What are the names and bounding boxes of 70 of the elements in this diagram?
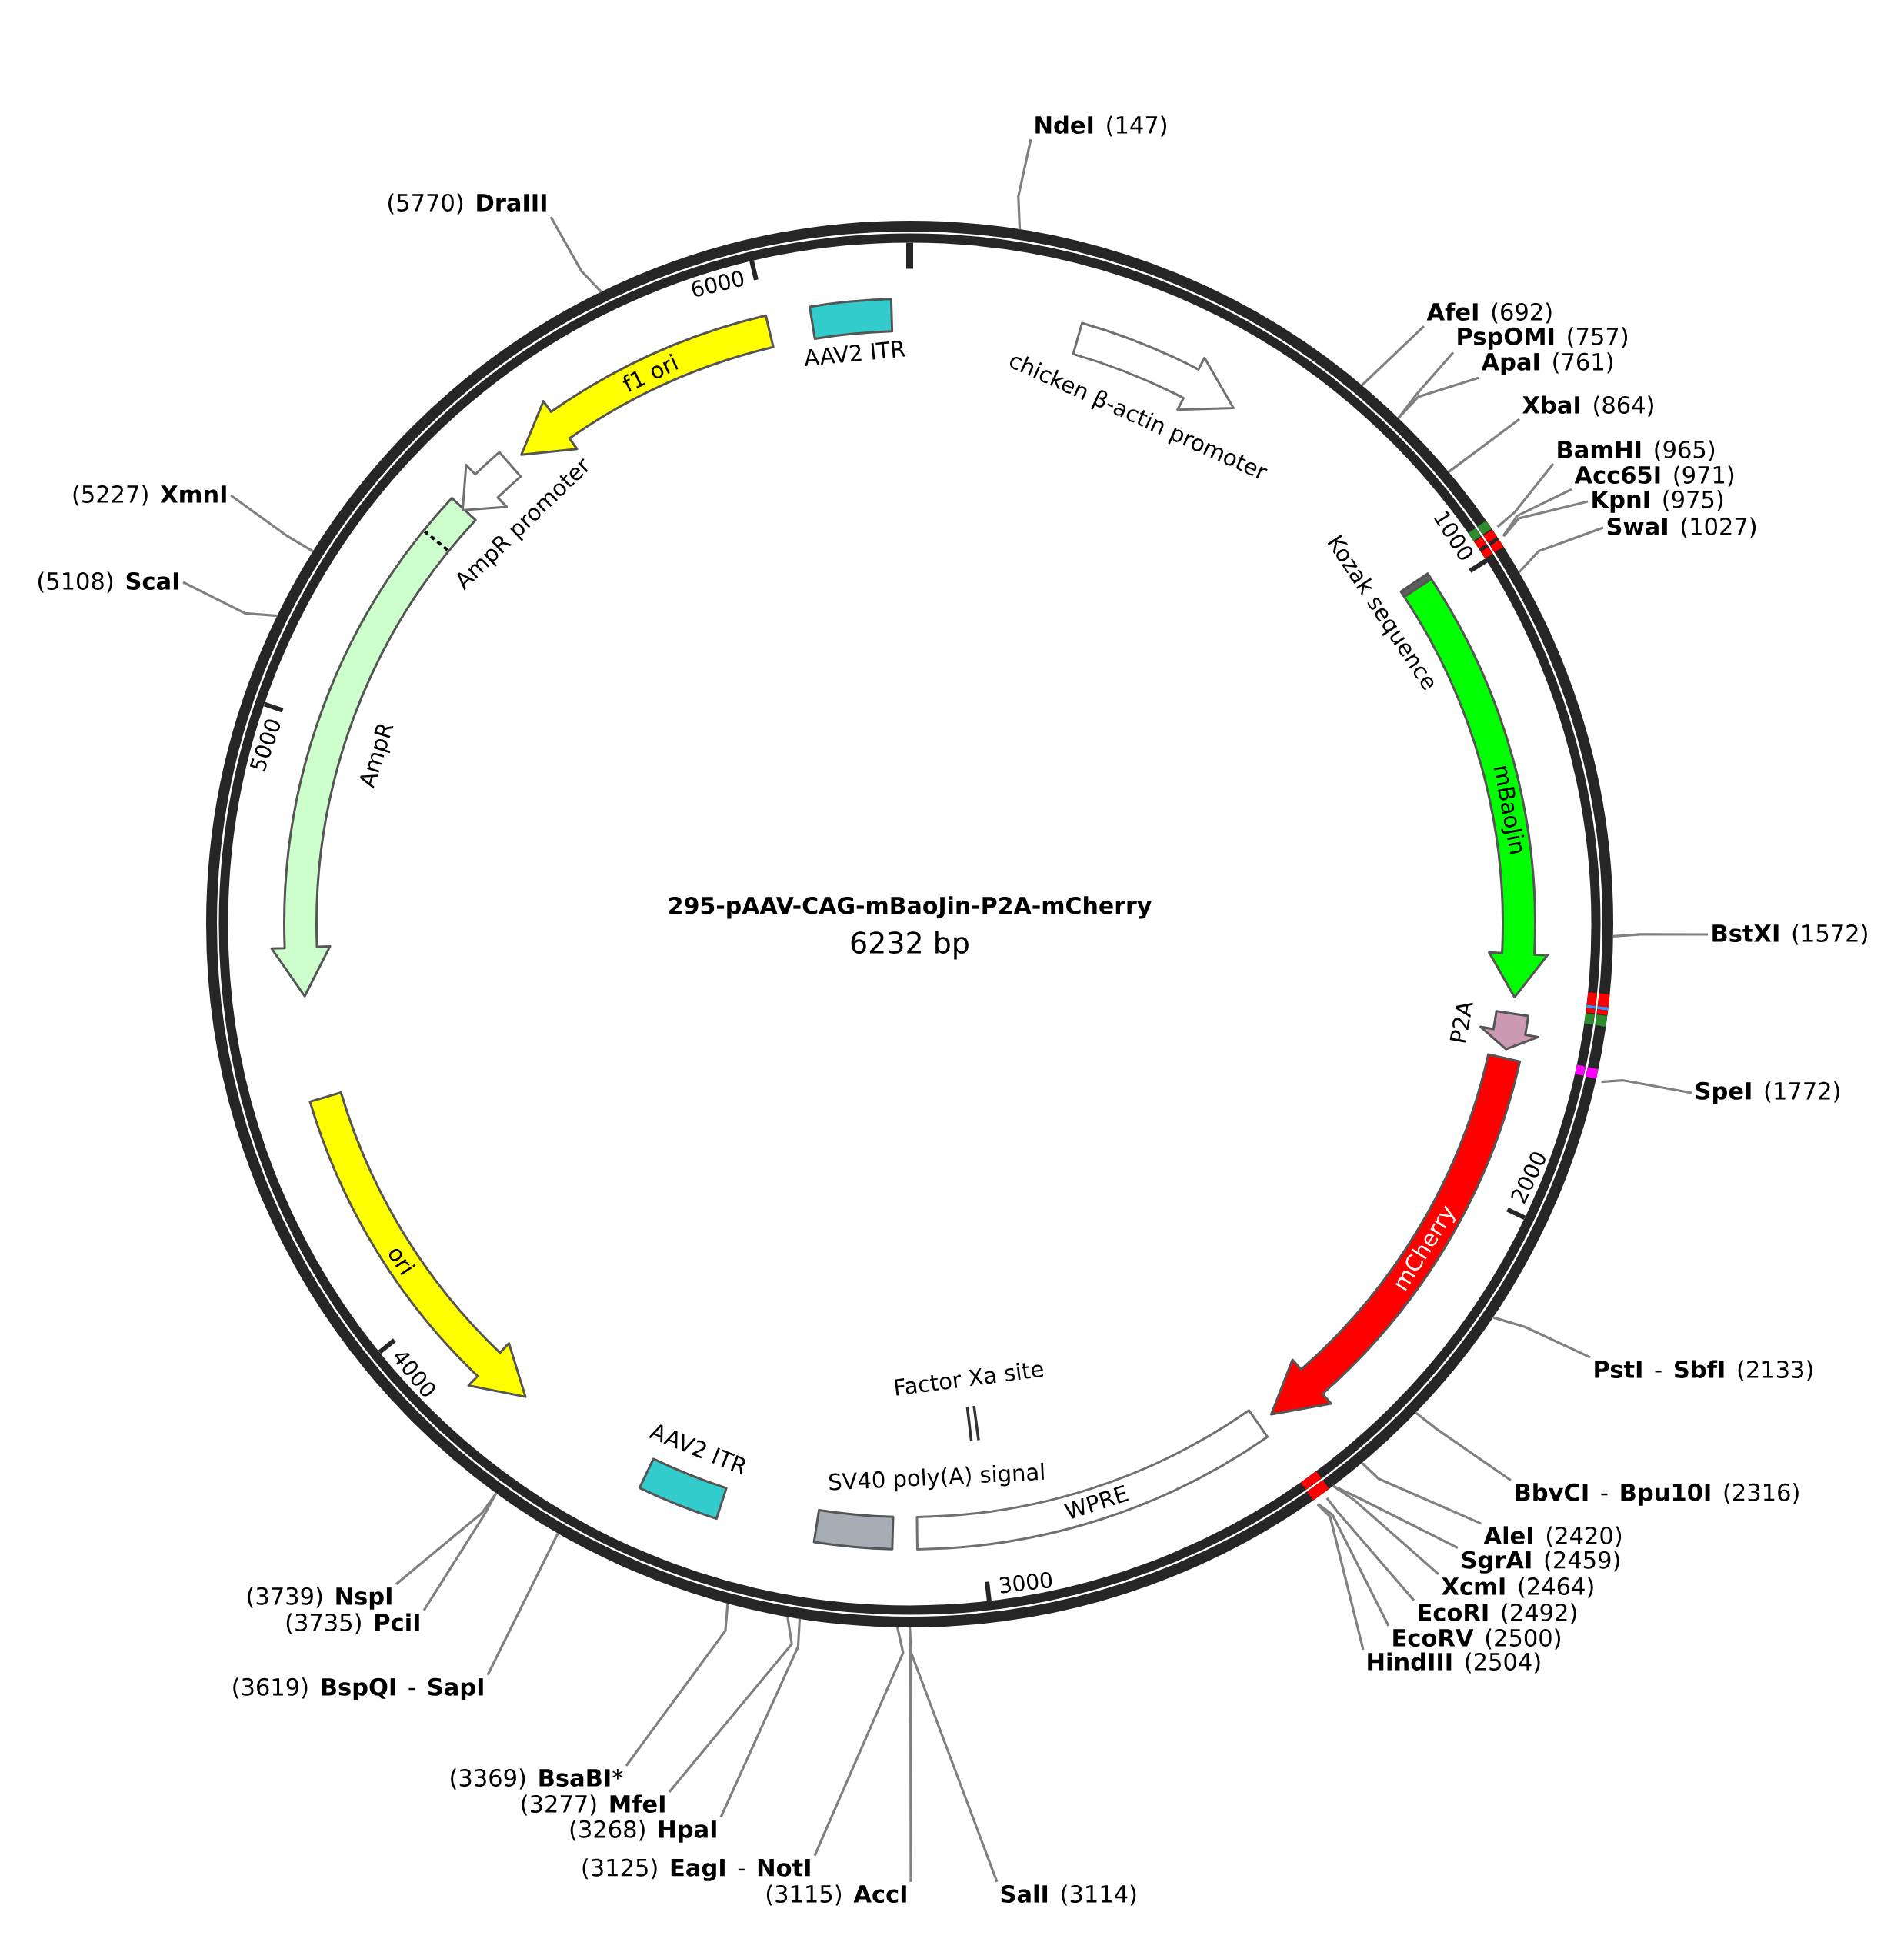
site-label: (3268) HpaI [570,1820,716,1843]
site-label: NdeI (147) [1035,115,1166,137]
site-label: BstXI (1572) [1712,924,1867,945]
leader-line [1317,1503,1390,1627]
leader-line [1492,1316,1591,1359]
leader-line [1332,1484,1440,1576]
site-label: (3125) EagI - NotI [582,1858,810,1881]
site-label: SpeI (1772) [1696,1081,1839,1104]
site-label: Acc65I (971) [1574,465,1734,487]
site-label: XbaI (864) [1522,395,1653,417]
leader-line [908,1627,912,1882]
leader-line [1017,138,1032,230]
site-label: (3619) BspQI - SapI [233,1677,483,1700]
site-label: EcoRV (2500) [1393,1628,1560,1650]
leader-line [1601,1078,1692,1094]
size-label: 6232 bp [851,931,969,960]
node-label: P2A [1449,1002,1473,1043]
leader-line [486,1532,559,1676]
leader-line [182,581,278,618]
leader-line [1361,325,1425,387]
node-label: AAV2 ITR [805,341,906,366]
leader-line [422,1492,498,1611]
leader-line [1415,1411,1512,1482]
title: 295-pAAV-CAG-mBaoJin-P2A-mCherry [669,896,1152,919]
feature-block: f1 ori [520,314,775,456]
leader-line [1332,1484,1459,1550]
site-label: (3735) PciI [286,1613,419,1634]
leader-line [1496,463,1555,528]
site-label: KpnI (975) [1592,490,1723,513]
leader-line [549,216,602,293]
leader-line [625,1603,729,1767]
site-label: XcmI (2464) [1442,1577,1593,1598]
site-label: SgrAI (2459) [1462,1551,1619,1574]
leader-line [1397,351,1455,419]
leader-line [1502,500,1589,538]
site-label: (3277) MfeI [522,1794,665,1816]
leader-line [1518,526,1604,574]
site-label: HindIII (2504) [1368,1652,1540,1674]
site-label: PspOMI (757) [1458,327,1628,350]
site-label: (3369) BsaBI* [451,1768,623,1790]
tick-label: 3000 [999,1571,1052,1594]
site-label: (5108) ScaI [38,571,178,593]
leader-line [813,1627,905,1857]
leader-line [1361,1461,1482,1525]
site-label: (5770) DraIII [388,193,546,215]
leader-line [1612,933,1708,938]
site-label: ApaI (761) [1481,352,1612,375]
leader-line [1316,1504,1365,1651]
site-label: SalI (3114) [1001,1884,1136,1906]
leader-line [230,494,314,553]
leader-line [1325,1497,1415,1601]
site-label: EcoRI (2492) [1419,1603,1576,1624]
leader-line [1502,488,1572,537]
site-label: (3115) AccI [766,1884,906,1906]
site-label: BamHI (965) [1558,440,1715,461]
leader-line [1397,376,1479,419]
site-label: AfeI (692) [1426,302,1552,324]
leader-line [668,1616,793,1793]
site-label: (3739) NspI [248,1587,392,1610]
site-label: (5227) XmnI [73,485,226,506]
feature-block: P2A [1449,1002,1539,1051]
leader-line [395,1492,498,1585]
leader-line [719,1618,802,1818]
feature-box: AAV2 ITR [638,1424,745,1521]
site-label: PstI - SbfI (2133) [1595,1360,1812,1381]
leader-line [1448,418,1520,473]
site-label: SwaI (1027) [1607,517,1756,538]
feature-box: AAV2 ITR [805,298,906,366]
site-label: AleI (2420) [1483,1526,1622,1547]
site-label: BbvCI - Bpu10I (2316) [1516,1483,1799,1506]
